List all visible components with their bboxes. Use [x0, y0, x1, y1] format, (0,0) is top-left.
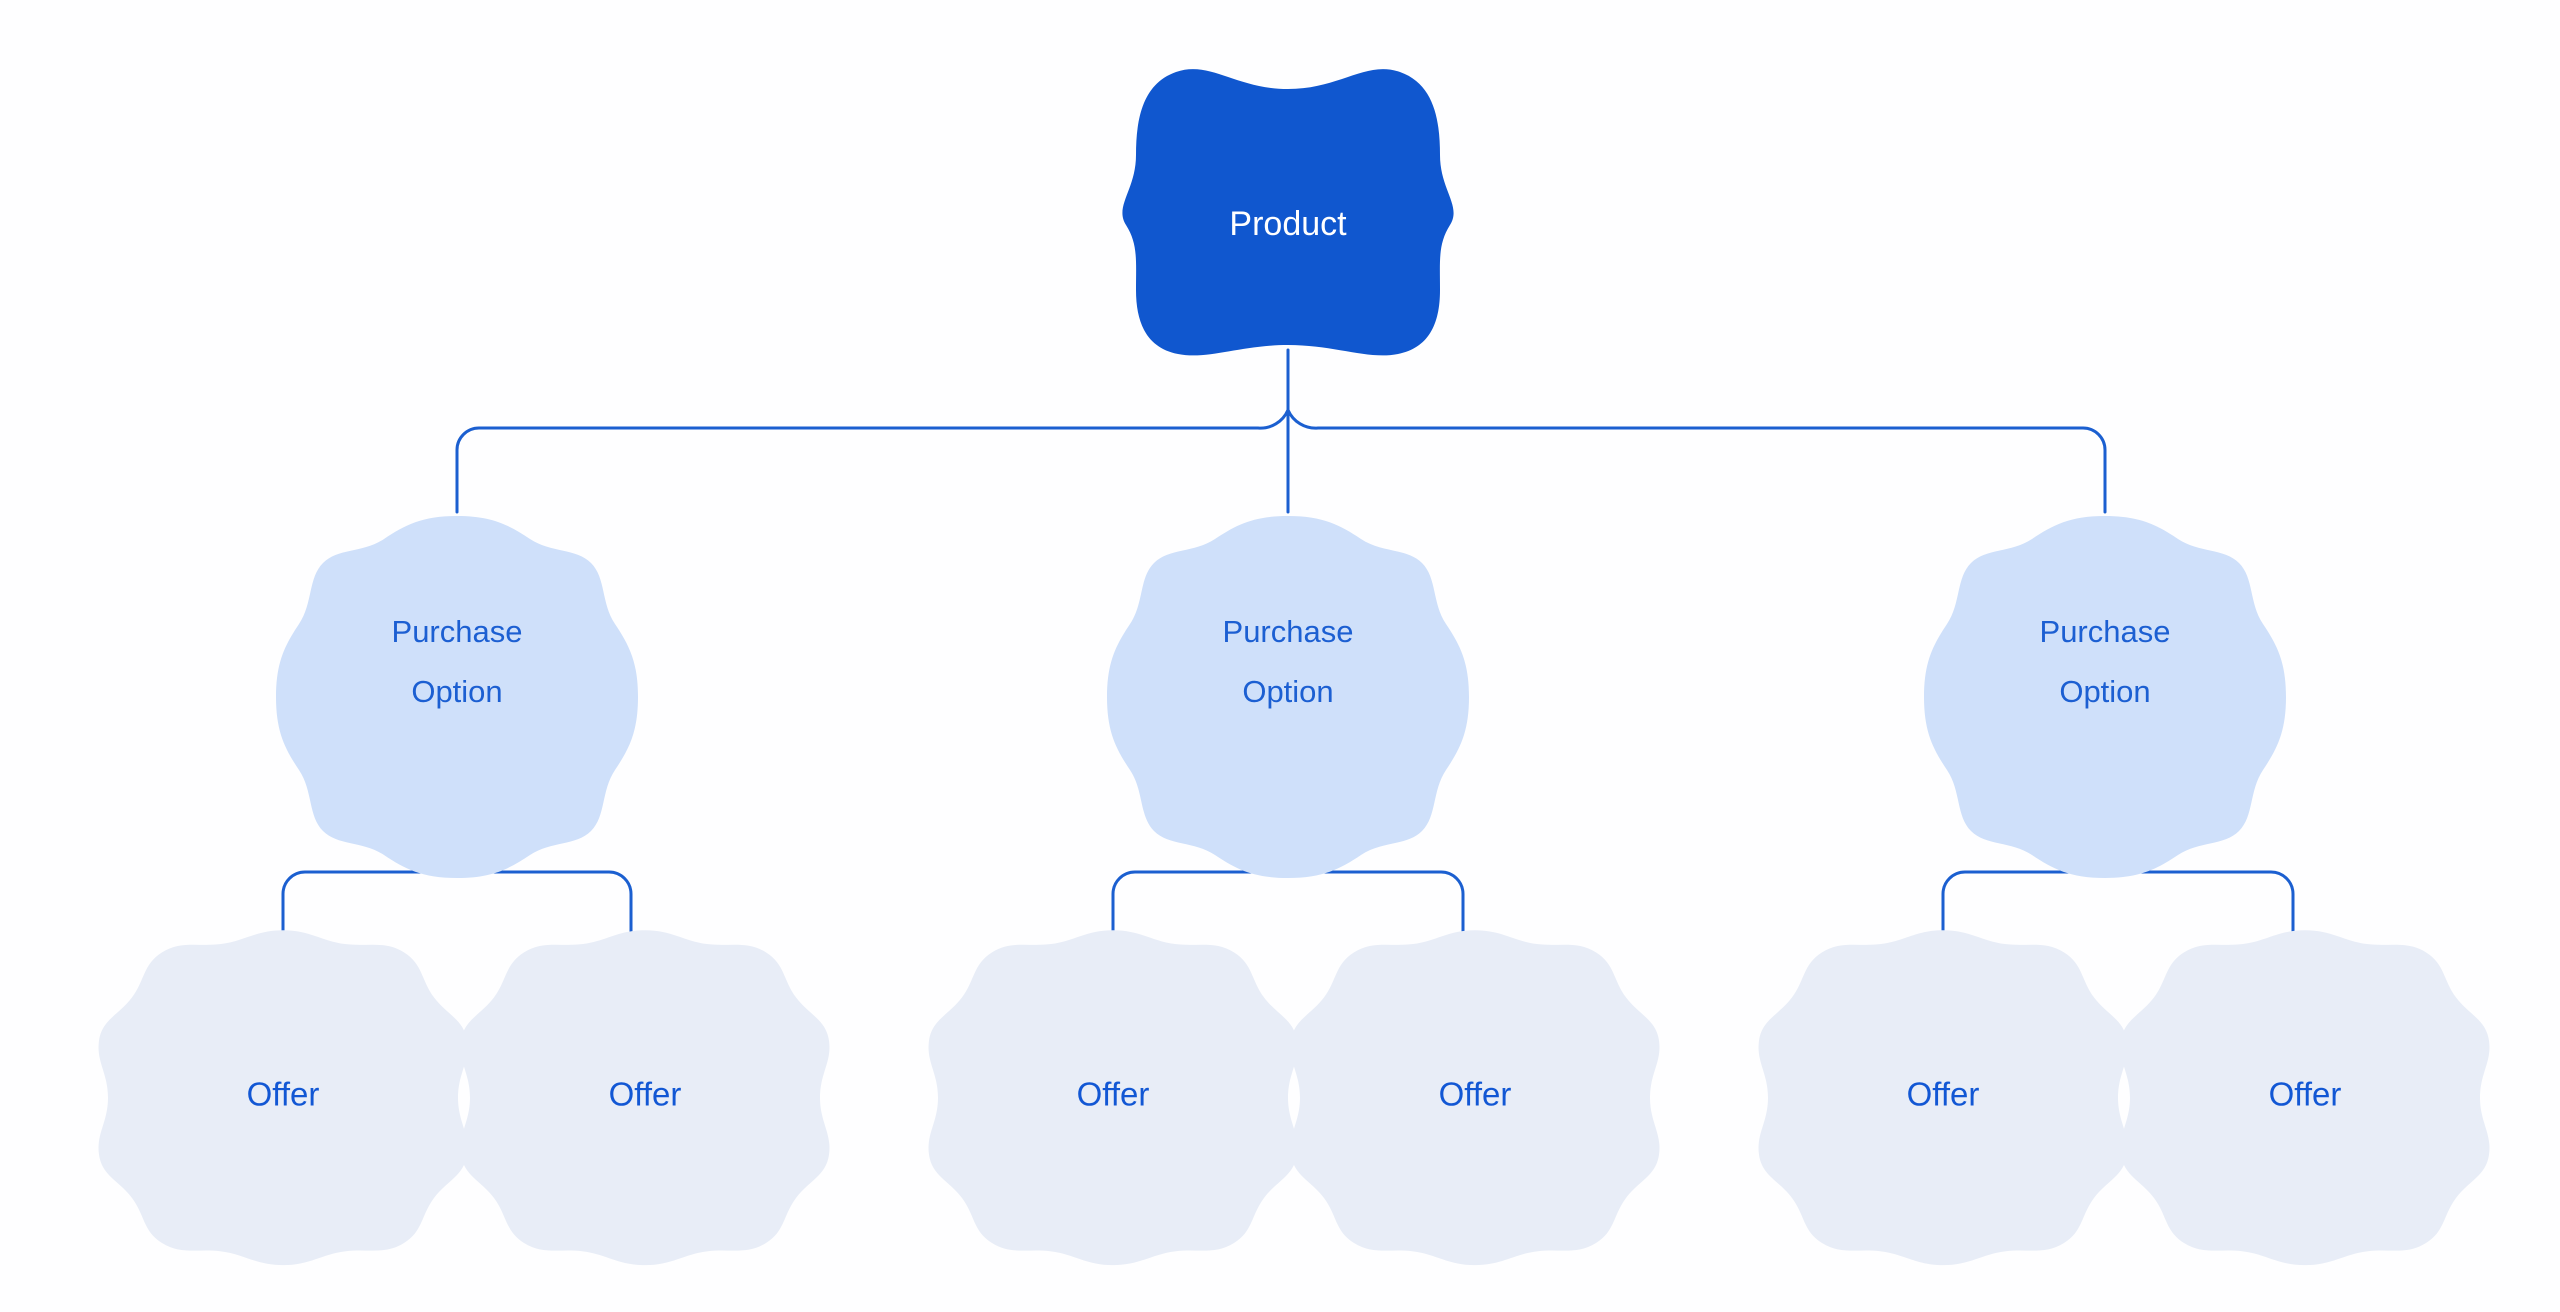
purchase-option-2-label-line2: Option	[1242, 674, 1333, 709]
offer-3-label: Offer	[1077, 1076, 1150, 1113]
offer-1-label: Offer	[247, 1076, 320, 1113]
purchase-option-1-label-line2: Option	[411, 674, 502, 709]
purchase-option-1-flower-shape	[276, 516, 638, 878]
offer-2-scallop-shape	[460, 930, 830, 1266]
offer-4-scallop-shape	[1290, 930, 1660, 1266]
purchase-option-2-flower-shape	[1107, 516, 1469, 878]
product-blob-shape	[1122, 69, 1454, 356]
offer-6-scallop-shape	[2120, 930, 2490, 1266]
node-product[interactable]: Product	[1122, 69, 1454, 356]
purchase-option-3-label-line2: Option	[2059, 674, 2150, 709]
edge-product-bar	[455, 408, 2107, 514]
node-offer-6[interactable]: Offer	[2120, 930, 2490, 1266]
node-offer-5[interactable]: Offer	[1758, 930, 2128, 1266]
node-offer-1[interactable]: Offer	[98, 930, 468, 1266]
offer-3-scallop-shape	[928, 930, 1298, 1266]
node-offer-3[interactable]: Offer	[928, 930, 1298, 1266]
node-purchase-option-2[interactable]: Purchase Option	[1107, 516, 1469, 878]
product-label: Product	[1229, 205, 1347, 243]
purchase-option-1-label-line1: Purchase	[392, 614, 523, 649]
node-purchase-option-1[interactable]: Purchase Option	[276, 516, 638, 878]
node-offer-4[interactable]: Offer	[1290, 930, 1660, 1266]
purchase-option-3-label-line1: Purchase	[2040, 614, 2171, 649]
offer-5-label: Offer	[1907, 1076, 1980, 1113]
offer-2-label: Offer	[609, 1076, 682, 1113]
offer-4-label: Offer	[1439, 1076, 1512, 1113]
node-offer-2[interactable]: Offer	[460, 930, 830, 1266]
node-purchase-option-3[interactable]: Purchase Option	[1924, 516, 2286, 878]
purchase-option-3-flower-shape	[1924, 516, 2286, 878]
offer-6-label: Offer	[2269, 1076, 2342, 1113]
offer-5-scallop-shape	[1758, 930, 2128, 1266]
purchase-option-2-label-line1: Purchase	[1223, 614, 1354, 649]
offer-1-scallop-shape	[98, 930, 468, 1266]
